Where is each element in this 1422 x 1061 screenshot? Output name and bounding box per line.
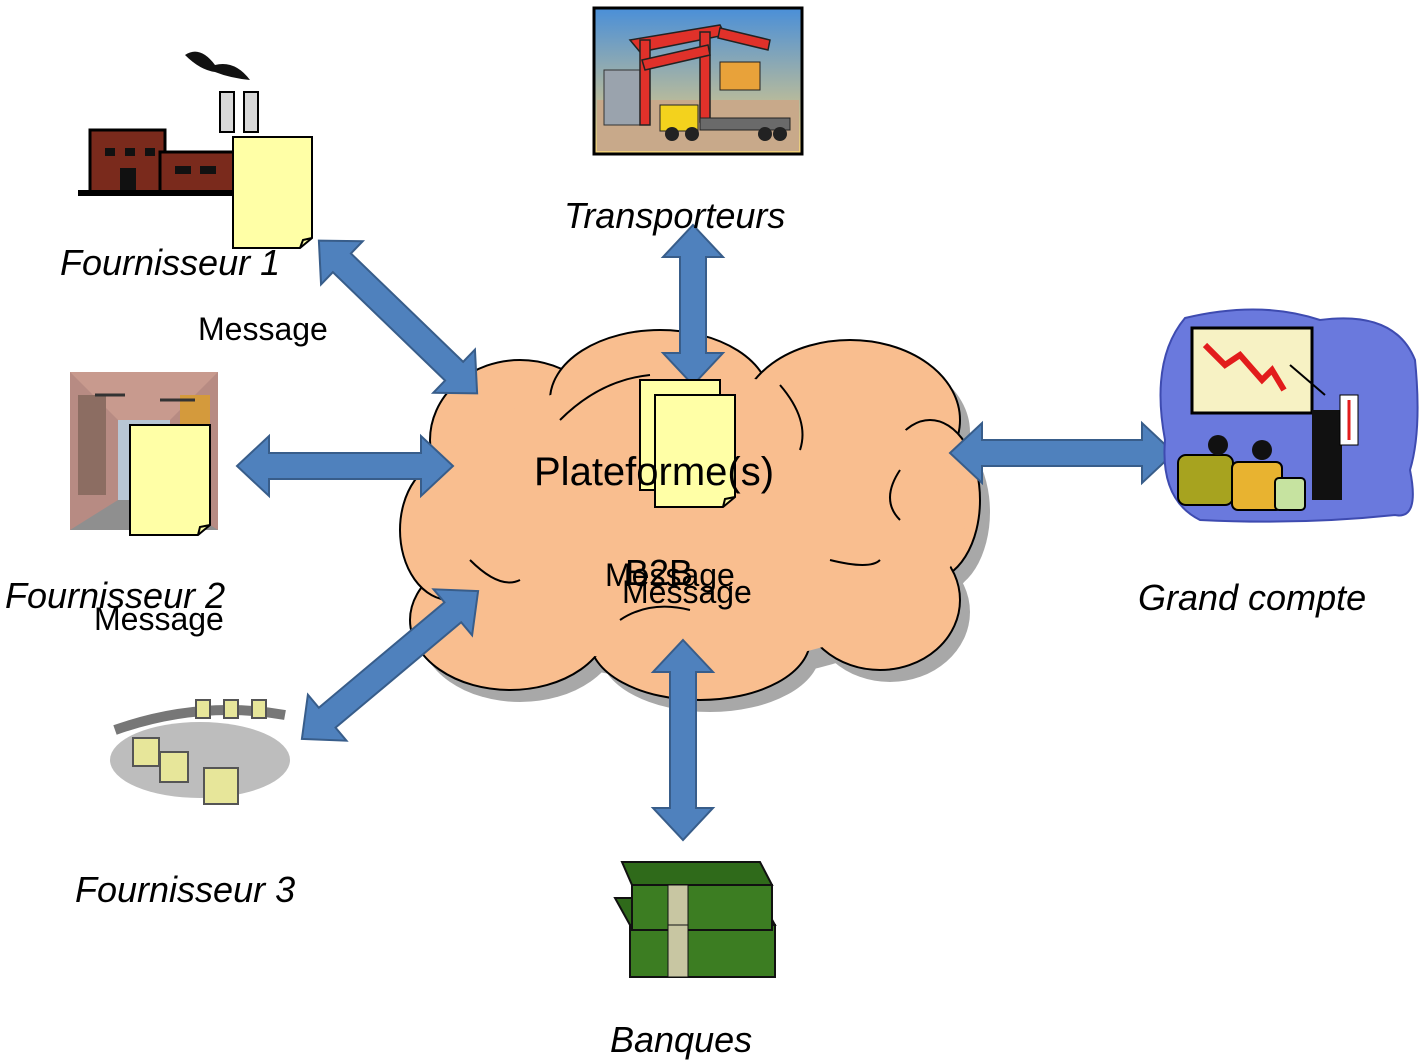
label-banques: Banques xyxy=(610,1019,753,1060)
platform-subtitle: B2B xyxy=(625,552,694,593)
platform-cloud xyxy=(399,329,990,712)
presentation-meeting-icon xyxy=(1159,308,1419,523)
document-icon xyxy=(232,136,313,249)
label-grand-compte: Grand compte xyxy=(1138,577,1367,618)
message-label-platform-a: Message xyxy=(605,557,735,593)
document-icon xyxy=(129,424,211,536)
label-transporteurs: Transporteurs xyxy=(564,195,786,236)
message-label-fournisseur-1: Message xyxy=(198,311,328,347)
label-fournisseur-2: Fournisseur 2 xyxy=(5,575,226,616)
message-label-fournisseur-2: Message xyxy=(94,601,224,637)
arrow-fournisseur3 xyxy=(300,588,480,742)
connection-arrows xyxy=(235,223,1176,842)
arrow-banques xyxy=(650,638,716,842)
arrow-fournisseur2 xyxy=(235,433,455,499)
conveyor-boxes-icon xyxy=(110,699,290,805)
message-documents xyxy=(129,136,736,536)
platform-title: Plateforme(s) xyxy=(534,450,775,494)
arrow-fournisseur1 xyxy=(317,239,479,395)
message-label-platform-b: Message xyxy=(622,574,752,610)
money-stack-icon xyxy=(613,861,777,978)
arrow-transporteurs xyxy=(660,223,726,387)
document-icon xyxy=(654,394,736,508)
container-crane-icon xyxy=(592,6,804,156)
label-fournisseur-3: Fournisseur 3 xyxy=(75,869,296,910)
label-fournisseur-1: Fournisseur 1 xyxy=(60,242,281,283)
